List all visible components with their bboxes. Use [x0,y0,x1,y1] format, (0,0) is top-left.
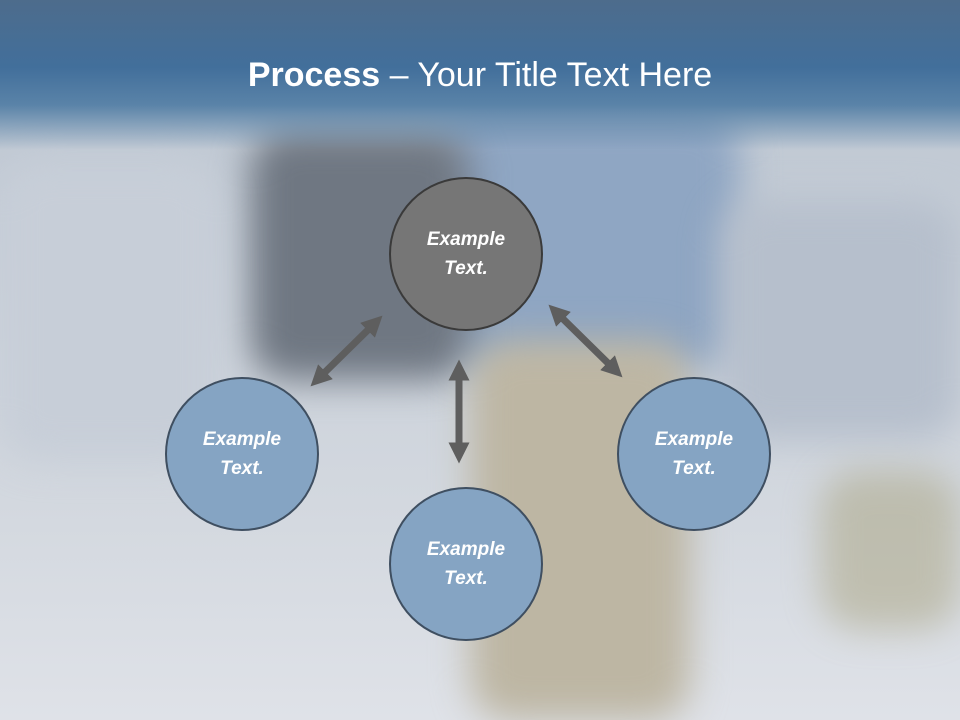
right-node: Example Text. [617,377,771,531]
center-node-text: Example Text. [426,229,506,279]
title-rest: – Your Title Text Here [380,56,713,94]
bottom-node-text: Example Text. [426,539,506,589]
center-node: Example Text. [389,177,543,331]
left-node-text: Example Text. [202,429,282,479]
right-node-text: Example Text. [654,429,734,479]
left-node: Example Text. [165,377,319,531]
arrow-center-left [310,315,383,387]
photo-shape [720,200,960,440]
bottom-node: Example Text. [389,487,543,641]
arrow-center-right [548,304,623,378]
title-bar [0,0,960,150]
slide-title: Process – Your Title Text Here [0,54,960,96]
title-bold: Process [247,56,381,94]
photo-shape [820,470,960,630]
